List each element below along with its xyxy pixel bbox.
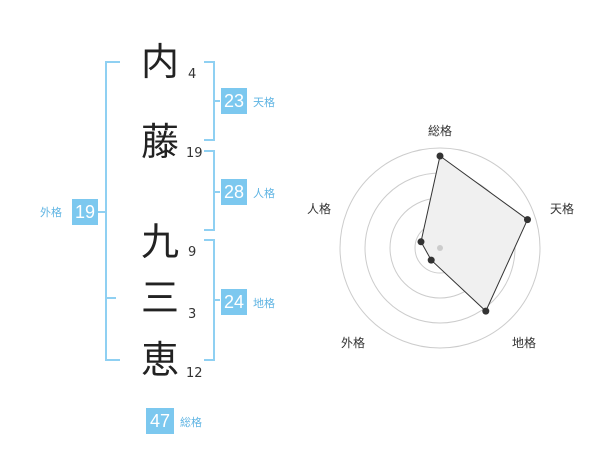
jinkaku-bracket — [204, 150, 215, 231]
radar-data-polygon — [420, 155, 529, 312]
gaikaku-value: 19 — [72, 199, 98, 225]
jinkaku-value: 28 — [221, 179, 247, 205]
name-char-5: 恵 — [140, 338, 179, 382]
name-char-4: 三 — [140, 276, 179, 320]
tenkaku-value: 23 — [221, 88, 247, 114]
stroke-count-3: 9 — [188, 245, 197, 260]
radar-point-1 — [524, 216, 531, 224]
radar-axis-label-gaikaku: 外格 — [341, 336, 366, 350]
radar-axis-label-chikaku: 地格 — [512, 336, 537, 350]
radar-point-4 — [417, 238, 425, 246]
radar-point-3 — [427, 256, 435, 264]
soukaku-label: 総格 — [180, 416, 202, 429]
tenkaku-label: 天格 — [253, 96, 275, 109]
name-char-1: 内 — [140, 40, 179, 84]
radar-axis-label-soukaku: 総格 — [428, 124, 453, 138]
stroke-count-1: 4 — [188, 67, 197, 82]
chikaku-value: 24 — [221, 289, 247, 315]
radar-ring-4 — [339, 147, 541, 349]
gaikaku-label: 外格 — [40, 206, 62, 219]
radar-axis-label-jinkaku: 人格 — [307, 202, 332, 216]
chikaku-label: 地格 — [253, 297, 275, 310]
radar-axis-label-tenkaku: 天格 — [550, 202, 575, 216]
stroke-count-2: 19 — [186, 146, 203, 161]
radar-center-dot — [437, 245, 443, 251]
name-char-2: 藤 — [140, 120, 179, 164]
name-char-3: 九 — [140, 220, 179, 264]
radar-point-2 — [482, 307, 490, 315]
stroke-count-5: 12 — [186, 366, 203, 381]
stroke-count-4: 3 — [188, 307, 197, 322]
radar-point-0 — [436, 152, 444, 160]
jinkaku-label: 人格 — [253, 187, 275, 200]
soukaku-value: 47 — [146, 408, 174, 434]
